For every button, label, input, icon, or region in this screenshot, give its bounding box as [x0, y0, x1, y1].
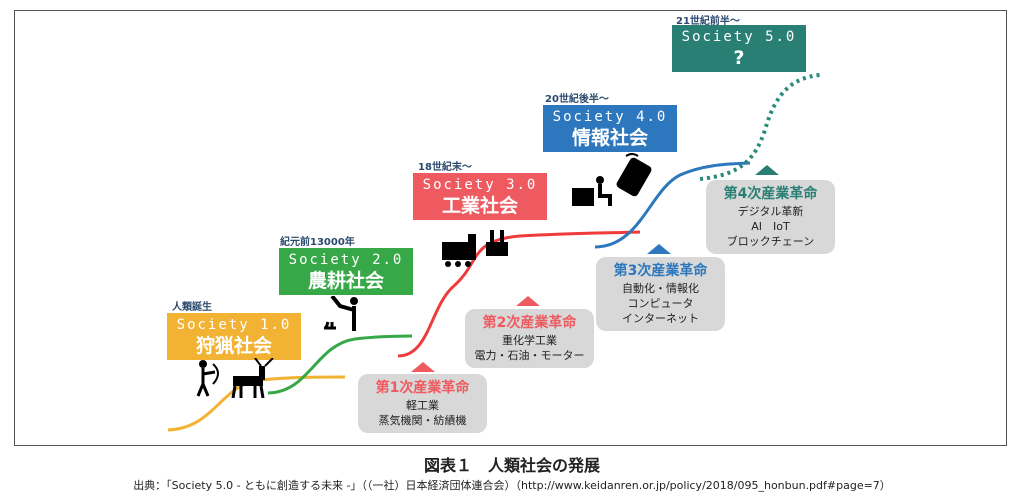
revolution-line: デジタル革新 [737, 205, 804, 218]
revolution-line: 自動化・情報化 [622, 282, 699, 295]
era-label-4: 20世紀後半〜 [545, 94, 609, 105]
revolution-line: 電力・石油・モーター [474, 349, 585, 362]
triangle-marker-1 [411, 362, 435, 372]
triangle-marker-2 [516, 296, 540, 306]
curve-society-5 [699, 73, 821, 181]
era-label-2: 紀元前13000年 [280, 237, 355, 248]
revolution-title: 第2次産業革命 [482, 315, 577, 331]
society-5-box: Society 5.0? [672, 25, 806, 72]
revolution-title: 第3次産業革命 [613, 263, 708, 279]
computer-smartphone-icon [572, 153, 652, 206]
revolution-line: 重化学工業 [502, 334, 557, 347]
society-label: 情報社会 [571, 127, 648, 149]
curve-society-3 [397, 230, 641, 358]
revolution-line: ブロックチェーン [726, 235, 815, 248]
revolution-line: 蒸気機関・紡績機 [378, 414, 467, 427]
society-name: Society 3.0 [422, 177, 538, 193]
society-label: ? [733, 47, 745, 69]
revolution-title: 第4次産業革命 [723, 186, 818, 202]
society-2-box: Society 2.0 農耕社会 [279, 248, 413, 295]
era-label-5: 21世紀前半〜 [676, 16, 740, 27]
revolution-line: AI IoT [751, 220, 790, 233]
society-3-box: Society 3.0 工業社会 [413, 173, 547, 220]
society-label: 工業社会 [441, 195, 518, 217]
society-name: Society 1.0 [176, 317, 292, 333]
farmer-icon [324, 296, 358, 331]
revolution-3-box: 第3次産業革命自動化・情報化コンピュータインターネット [596, 257, 725, 331]
society-label: 農耕社会 [307, 270, 384, 292]
revolution-1-box: 第1次産業革命軽工業蒸気機関・紡績機 [358, 374, 487, 433]
society-name: Society 5.0 [681, 29, 797, 45]
train-factory-icon [442, 230, 508, 267]
revolution-title: 第1次産業革命 [375, 380, 470, 396]
society-label: 狩猟社会 [195, 335, 272, 357]
era-label-3: 18世紀末〜 [418, 162, 472, 173]
triangle-marker-4 [755, 165, 779, 175]
society-name: Society 4.0 [552, 109, 668, 125]
revolution-line: 軽工業 [406, 399, 439, 412]
revolution-2-box: 第2次産業革命重化学工業電力・石油・モーター [465, 309, 594, 368]
figure-title: 図表１ 人類社会の発展 [423, 456, 600, 475]
society-1-box: Society 1.0 狩猟社会 [167, 313, 301, 360]
triangle-marker-3 [647, 244, 671, 254]
hunter-deer-icon [196, 358, 274, 398]
curve-society-2 [267, 334, 413, 395]
society-4-box: Society 4.0 情報社会 [543, 105, 677, 152]
figure-source: 出典：「Society 5.0 - ともに創造する未来 -」（（一社）日本経済団… [133, 479, 891, 492]
revolution-4-box: 第4次産業革命デジタル革新 AI IoT ブロックチェーン [706, 180, 835, 254]
revolution-line: インターネット [622, 312, 699, 325]
era-label-1: 人類誕生 [172, 302, 212, 313]
figure-frame [14, 10, 1007, 446]
revolution-line: コンピュータ [627, 297, 694, 310]
society-name: Society 2.0 [288, 252, 404, 268]
curve-society-4 [594, 161, 751, 249]
